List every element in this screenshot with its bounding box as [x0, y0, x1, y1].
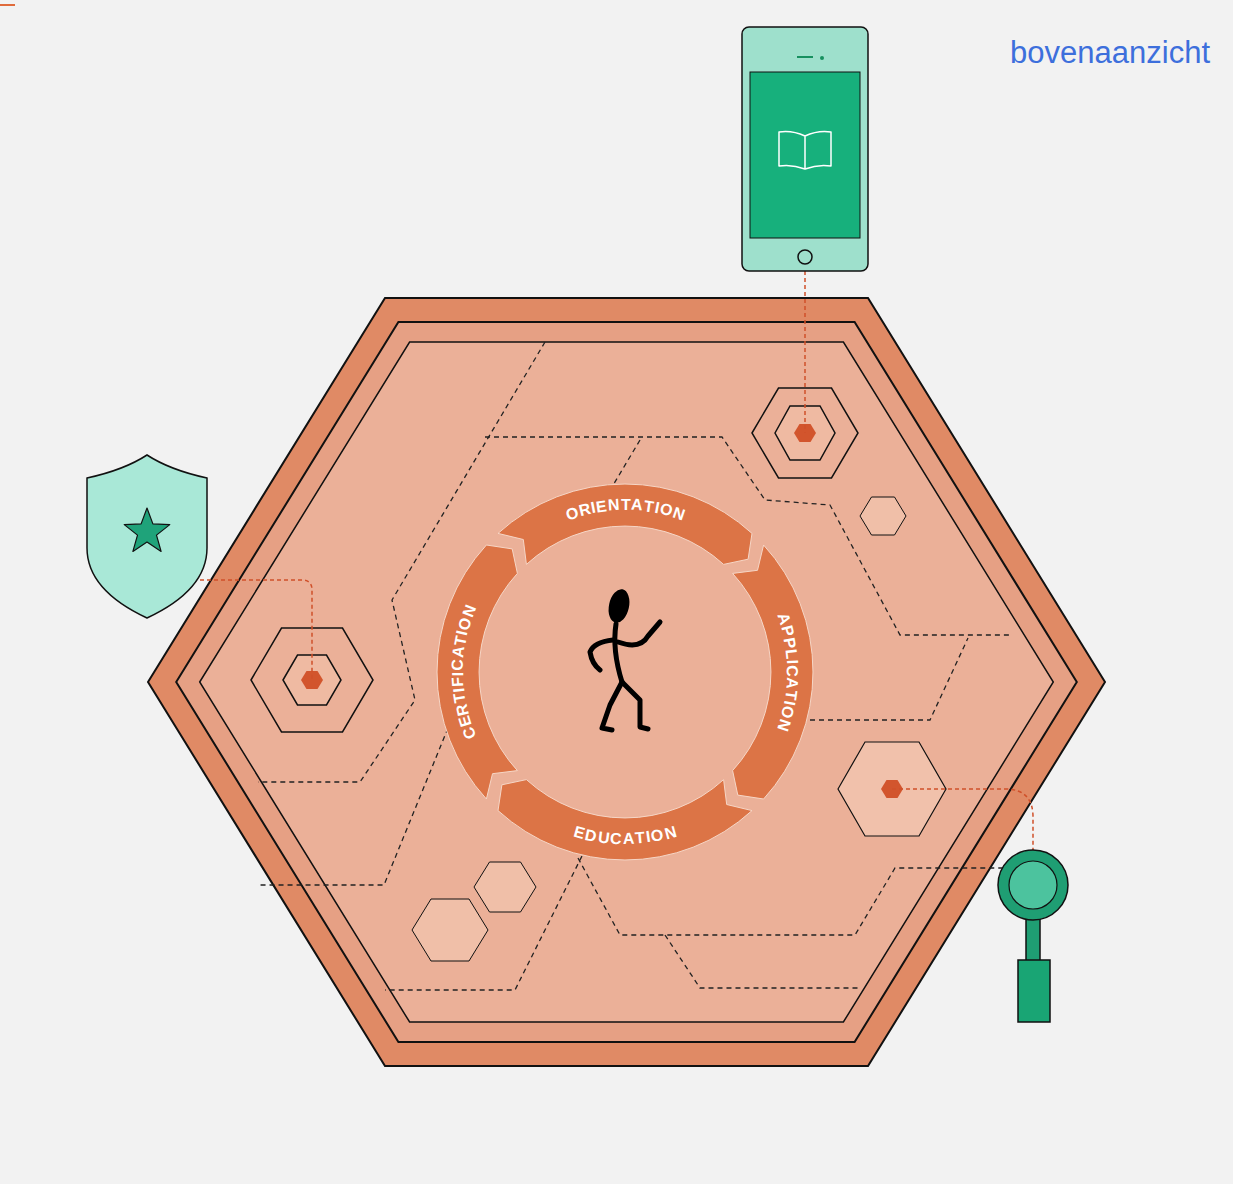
phone-speaker [797, 56, 813, 58]
cycle-arrow: ORIENTATION [495, 482, 755, 567]
dashed-tracks [258, 342, 1012, 990]
board-inner [200, 342, 1054, 1022]
leader-line [804, 271, 806, 433]
cycle-arrow: EDUCATION [495, 777, 755, 862]
label-letter: C [610, 829, 623, 848]
arrow-band [733, 545, 813, 799]
label-letter: D [584, 826, 599, 846]
label-letter: I [783, 659, 801, 665]
phone-camera [820, 56, 824, 60]
hex-spot [860, 497, 906, 535]
figure-arm [590, 640, 613, 670]
dashed-track [485, 437, 1012, 635]
label-letter: E [595, 497, 608, 516]
book-icon [779, 132, 831, 170]
figure-arm [618, 622, 660, 645]
label-letter: P [780, 636, 800, 650]
label-letter: I [449, 671, 467, 676]
board-outer [148, 298, 1105, 1066]
arrow-label: APPLICATION [730, 542, 815, 802]
leader-line [892, 789, 1033, 850]
label-letter: A [450, 645, 469, 659]
dashed-track [810, 638, 968, 720]
corner-mark [0, 4, 15, 6]
arrow-band [498, 484, 752, 564]
magnifier-handle [1018, 960, 1050, 1022]
label-letter: N [662, 823, 678, 843]
figure-leg [622, 682, 648, 729]
arrow-label: EDUCATION [495, 777, 755, 862]
dashed-track [258, 728, 448, 885]
phone-screen [750, 72, 860, 238]
magnifier-neck [1026, 916, 1040, 962]
stick-figure [590, 587, 660, 730]
label-letter: T [781, 689, 800, 701]
arrow-shape [435, 542, 520, 802]
figure-leg [602, 682, 622, 730]
diagram-title: bovenaanzicht [1010, 34, 1210, 72]
magnifier-lens [1009, 861, 1057, 909]
board-rim [176, 322, 1077, 1042]
label-letter: T [634, 829, 645, 848]
dashed-track [612, 440, 640, 487]
label-letter: A [623, 830, 635, 848]
label-letter: A [782, 677, 801, 690]
label-letter: A [631, 496, 644, 515]
label-letter: C [783, 665, 801, 677]
figure-head [606, 587, 633, 624]
phone-icon [742, 27, 868, 271]
dashed-track [385, 840, 590, 990]
hex-spot [412, 899, 488, 961]
arrow-shape [730, 542, 815, 802]
label-letter: N [607, 496, 620, 515]
arrow-label: CERTIFICATION [435, 542, 520, 802]
arrow-shape [495, 482, 755, 567]
hex-dot [301, 671, 323, 689]
figure-body [615, 624, 622, 682]
phone-button [798, 250, 812, 264]
arrow-band [437, 545, 517, 799]
dashed-track [665, 935, 858, 988]
label-letter: T [643, 497, 655, 516]
label-letter: L [782, 648, 801, 660]
magnifier-ring [998, 850, 1068, 920]
arrow-shape [495, 777, 755, 862]
leader-lines [200, 271, 1033, 850]
leader-line [200, 580, 312, 680]
label-letter: F [449, 676, 468, 687]
hex-spot [474, 862, 536, 912]
dashed-track [578, 858, 1010, 935]
cycle-arrow: APPLICATION [730, 542, 815, 802]
cycle-arrow: CERTIFICATION [435, 542, 520, 802]
arrow-label: ORIENTATION [495, 482, 755, 567]
label-letter: C [449, 659, 467, 671]
arrow-band [498, 780, 752, 860]
shield-icon [87, 455, 207, 618]
label-letter: U [597, 828, 611, 847]
star-icon [124, 508, 170, 551]
label-letter: T [621, 496, 631, 514]
